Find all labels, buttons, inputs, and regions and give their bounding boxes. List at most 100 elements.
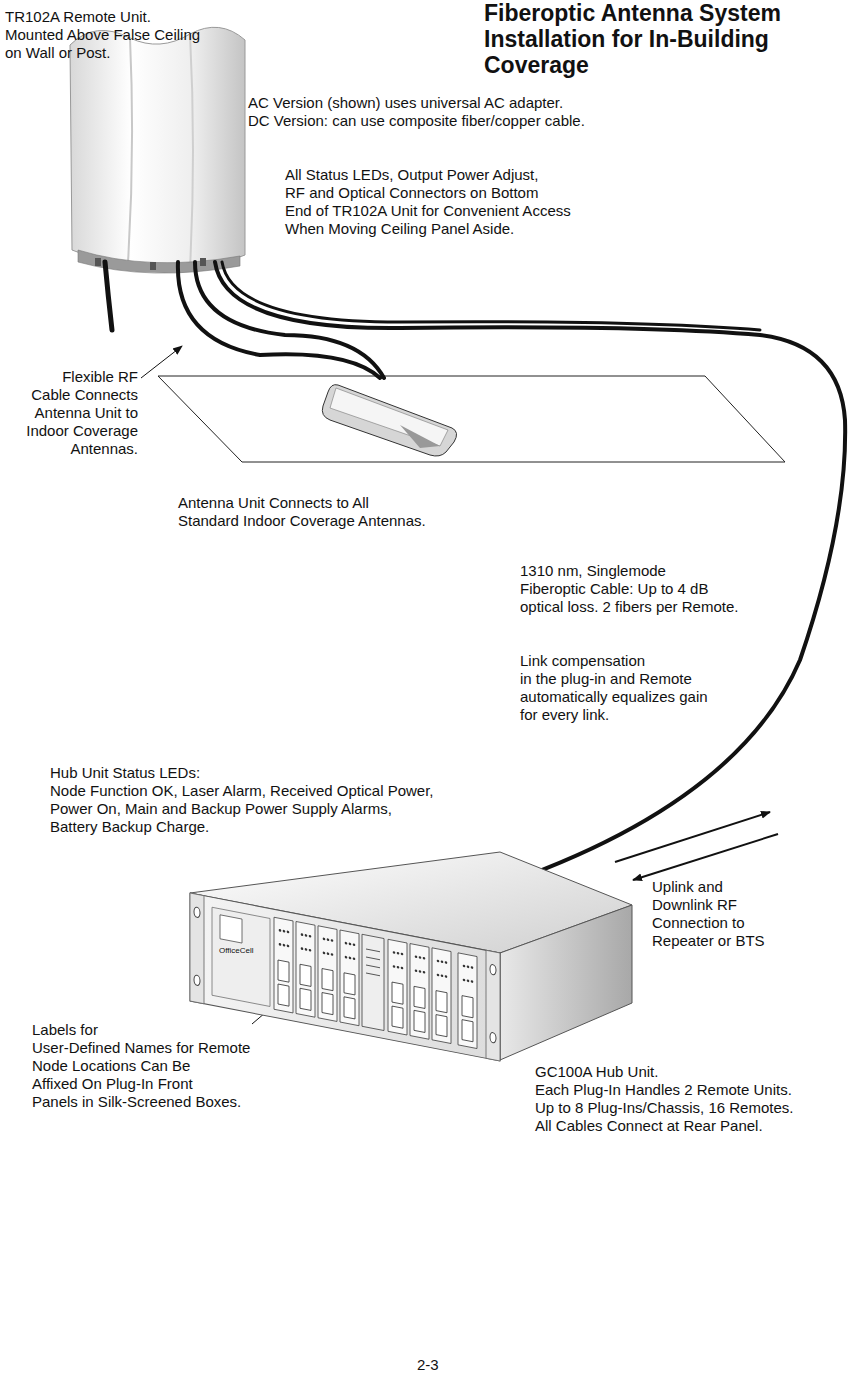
drawing-stroke	[283, 944, 286, 947]
drawing-stroke	[274, 917, 477, 1048]
drawing-stroke	[467, 979, 470, 982]
drawing-stroke	[287, 930, 290, 933]
drawing-stroke	[322, 993, 333, 1015]
drawing-stroke	[128, 38, 132, 262]
drawing-stroke	[190, 893, 500, 1061]
drawing-stroke	[401, 966, 404, 969]
drawing-stroke	[462, 996, 473, 1018]
ceiling-antenna	[322, 385, 456, 456]
callout-text: All Status LEDs, Output Power Adjust,RF …	[285, 166, 571, 238]
drawing-stroke	[344, 973, 355, 995]
drawing-stroke	[463, 964, 466, 967]
drawing-stroke	[462, 1020, 473, 1042]
leader-lines	[141, 346, 778, 1024]
drawing-stroke	[366, 949, 380, 952]
drawing-stroke	[437, 973, 440, 976]
drawing-stroke	[309, 935, 312, 938]
drawing-stroke	[220, 915, 242, 943]
drawing-stroke	[615, 812, 770, 862]
drawing-stroke	[323, 937, 326, 940]
drawing-stroke	[287, 944, 290, 947]
drawing-stroke	[441, 960, 444, 963]
drawing-stroke	[296, 922, 315, 1018]
drawing-stroke	[445, 961, 448, 964]
drawing-stroke	[392, 1006, 403, 1028]
drawing-stroke	[279, 943, 282, 946]
drawing-stroke	[322, 385, 456, 456]
drawing-stroke	[397, 966, 400, 969]
callout-text: Labels forUser-Defined Names for RemoteN…	[32, 1021, 250, 1111]
drawing-stroke	[423, 971, 426, 974]
drawing-stroke	[345, 956, 348, 959]
drawing-stroke	[331, 953, 334, 956]
drawing-stroke	[95, 258, 101, 266]
drawing-stroke	[432, 948, 451, 1044]
drawing-stroke	[388, 939, 407, 1035]
drawing-stroke	[419, 956, 422, 959]
hub-unit	[190, 852, 632, 1061]
drawing-stroke	[441, 974, 444, 977]
drawing-stroke	[392, 982, 403, 1004]
drawing-stroke	[340, 930, 359, 1026]
callout-text: Flexible RFCable ConnectsAntenna Unit to…	[26, 368, 138, 458]
page-title: Fiberoptic Antenna SystemInstallation fo…	[484, 0, 781, 78]
drawing-stroke	[349, 942, 352, 945]
callout-text: OfficeCell	[219, 946, 254, 956]
callout-text: AC Version (shown) uses universal AC ada…	[248, 94, 585, 130]
drawing-stroke	[366, 957, 380, 960]
drawing-stroke	[327, 952, 330, 955]
drawing-stroke	[105, 262, 112, 330]
drawing-stroke	[436, 1015, 447, 1037]
drawing-stroke	[366, 965, 380, 968]
callout-text: 2-3	[417, 1356, 439, 1374]
callout-text: GC100A Hub Unit.Each Plug-In Handles 2 R…	[535, 1063, 793, 1135]
drawing-stroke	[471, 966, 474, 969]
callout-text: Link compensationin the plug-in and Remo…	[520, 652, 708, 724]
drawing-stroke	[190, 34, 193, 268]
drawing-stroke	[410, 944, 429, 1040]
drawing-stroke	[278, 960, 289, 982]
drawing-stroke	[353, 957, 356, 960]
drawing-stroke	[436, 991, 447, 1013]
drawing-stroke	[190, 893, 500, 1061]
drawing-stroke	[318, 926, 337, 1022]
drawing-stroke	[141, 346, 182, 378]
drawing-stroke	[300, 988, 311, 1010]
false-ceiling-panel	[158, 376, 785, 462]
drawing-stroke	[419, 970, 422, 973]
drawing-stroke	[633, 834, 778, 880]
drawing-stroke	[327, 938, 330, 941]
drawing-stroke	[212, 907, 270, 1006]
callout-text: 1310 nm, SinglemodeFiberoptic Cable: Up …	[520, 562, 738, 616]
drawing-stroke	[305, 948, 308, 951]
callout-text: Hub Unit Status LEDs:Node Function OK, L…	[50, 764, 434, 836]
drawing-stroke	[194, 975, 200, 986]
drawing-stroke	[194, 907, 200, 918]
drawing-stroke	[70, 27, 245, 270]
drawing-stroke	[150, 262, 156, 270]
callout-text: TR102A Remote Unit.Mounted Above False C…	[5, 8, 200, 62]
drawing-stroke	[349, 956, 352, 959]
drawing-stroke	[283, 930, 286, 933]
drawing-stroke	[222, 262, 760, 330]
drawing-stroke	[467, 965, 470, 968]
drawing-stroke	[366, 973, 380, 976]
drawing-stroke	[490, 964, 496, 975]
drawing-stroke	[362, 934, 384, 1030]
drawing-stroke	[331, 939, 334, 942]
drawing-stroke	[397, 952, 400, 955]
drawing-stroke	[344, 997, 355, 1019]
drawing-stroke	[401, 952, 404, 955]
drawing-stroke	[437, 959, 440, 962]
drawing-stroke	[190, 893, 204, 1004]
callout-text: Antenna Unit Connects to AllStandard Ind…	[178, 494, 426, 530]
drawing-stroke	[393, 951, 396, 954]
drawing-stroke	[423, 957, 426, 960]
drawing-stroke	[300, 964, 311, 986]
drawing-stroke	[200, 258, 206, 266]
drawing-stroke	[330, 388, 448, 446]
drawing-stroke	[445, 975, 448, 978]
drawing-stroke	[274, 917, 293, 1013]
drawing-stroke	[301, 933, 304, 936]
drawing-stroke	[500, 905, 632, 1060]
